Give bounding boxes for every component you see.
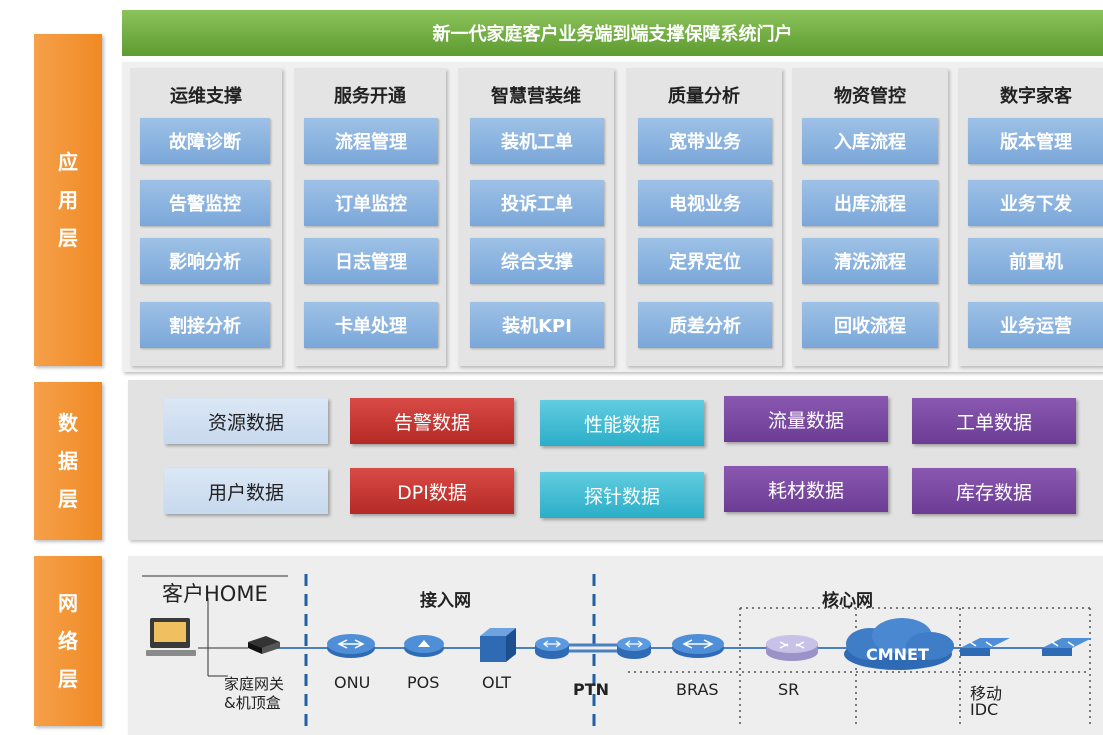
sr-router-icon [766,635,818,661]
core-network-label: 核心网 [822,591,873,611]
pos-label: POS [407,673,440,692]
app-column-quality: 质量分析 宽带业务 电视业务 定界定位 质差分析 [626,68,782,366]
app-button[interactable]: 流程管理 [304,118,438,164]
cmnet-cloud-icon [844,618,954,670]
app-column-ops: 运维支撑 故障诊断 告警监控 影响分析 割接分析 [130,68,282,366]
app-layer-panel: 运维支撑 故障诊断 告警监控 影响分析 割接分析 服务开通 流程管理 订单监控 … [122,62,1103,372]
column-title: 物资管控 [834,86,906,107]
app-button[interactable]: 订单监控 [304,180,438,226]
access-network-label: 接入网 [420,591,471,611]
app-button[interactable]: 前置机 [968,238,1103,284]
idc-switch-icon [1042,638,1092,656]
gateway-label: 家庭网关 [224,675,285,693]
app-button[interactable]: 综合支撑 [470,238,604,284]
network-diagram [142,574,1092,726]
app-button[interactable]: 电视业务 [638,180,772,226]
column-title: 质量分析 [668,86,740,107]
bras-label: BRAS [676,680,719,699]
app-button[interactable]: 业务下发 [968,180,1103,226]
column-title: 服务开通 [334,86,406,107]
portal-title: 新一代家庭客户业务端到端支撑保障系统门户 [432,24,793,45]
app-button[interactable]: 业务运营 [968,302,1103,348]
app-button[interactable]: 告警监控 [140,180,270,226]
ptn-label: PTN [573,680,610,699]
app-button[interactable]: 清洗流程 [802,238,938,284]
data-block[interactable]: 耗材数据 [724,466,888,512]
layer-label-data: 数 据 层 [34,382,102,540]
app-button[interactable]: 版本管理 [968,118,1103,164]
layer-char: 层 [58,487,78,511]
olt-label: OLT [482,673,512,692]
idc-label: 移动 [970,684,1003,703]
layer-char: 应 [58,150,78,174]
data-block[interactable]: 用户数据 [164,468,328,514]
data-block[interactable]: 告警数据 [350,398,514,444]
app-button[interactable]: 定界定位 [638,238,772,284]
home-label: 客户HOME [162,582,268,606]
ptn-router-icon [535,637,569,659]
bras-icon [672,634,724,658]
layer-char: 网 [58,591,78,615]
layer-char: 据 [58,449,78,473]
app-button[interactable]: 质差分析 [638,302,772,348]
app-button[interactable]: 影响分析 [140,238,270,284]
data-block[interactable]: 流量数据 [724,396,888,442]
portal-title-bar: 新一代家庭客户业务端到端支撑保障系统门户 [122,10,1103,56]
column-title: 运维支撑 [170,86,242,107]
data-block[interactable]: 性能数据 [540,400,704,446]
app-column-service: 服务开通 流程管理 订单监控 日志管理 卡单处理 [294,68,446,366]
layer-char: 络 [58,629,78,653]
sr-label: SR [778,680,800,699]
idc-label: IDC [970,700,999,719]
app-column-material: 物资管控 入库流程 出库流程 清洗流程 回收流程 [792,68,948,366]
layer-label-network: 网 络 层 [34,556,102,726]
data-block[interactable]: DPI数据 [350,468,514,514]
data-block[interactable]: 资源数据 [164,398,328,444]
layer-char: 数 [58,411,78,435]
onu-icon [327,634,375,658]
cmnet-label: CMNET [866,645,929,664]
app-column-install: 智慧营装维 装机工单 投诉工单 综合支撑 装机KPI [458,68,614,366]
pos-icon [404,635,444,657]
layer-label-app: 应 用 层 [34,34,102,366]
app-button[interactable]: 宽带业务 [638,118,772,164]
app-button[interactable]: 故障诊断 [140,118,270,164]
data-block[interactable]: 库存数据 [912,468,1076,514]
ptn-router-icon [617,637,651,659]
olt-icon [480,628,516,662]
app-button[interactable]: 卡单处理 [304,302,438,348]
column-title: 数字家客 [1000,86,1072,107]
data-block[interactable]: 探针数据 [540,472,704,518]
app-button[interactable]: 装机KPI [470,302,604,348]
column-title: 智慧营装维 [491,86,581,107]
computer-icon [146,618,196,656]
data-layer-panel: 资源数据 告警数据 性能数据 流量数据 工单数据 用户数据 DPI数据 探针数据… [128,380,1103,540]
layer-char: 用 [58,188,78,212]
app-button[interactable]: 割接分析 [140,302,270,348]
app-button[interactable]: 入库流程 [802,118,938,164]
gateway-label: &机顶盒 [224,694,281,712]
onu-label: ONU [334,673,371,692]
app-button[interactable]: 装机工单 [470,118,604,164]
layer-char: 层 [58,226,78,250]
app-column-digital-home: 数字家客 版本管理 业务下发 前置机 业务运营 [958,68,1103,366]
app-button[interactable]: 出库流程 [802,180,938,226]
layer-char: 层 [58,667,78,691]
gateway-icon [248,636,280,654]
app-button[interactable]: 回收流程 [802,302,938,348]
app-button[interactable]: 投诉工单 [470,180,604,226]
data-block[interactable]: 工单数据 [912,398,1076,444]
app-button[interactable]: 日志管理 [304,238,438,284]
idc-switch-icon [960,638,1010,656]
